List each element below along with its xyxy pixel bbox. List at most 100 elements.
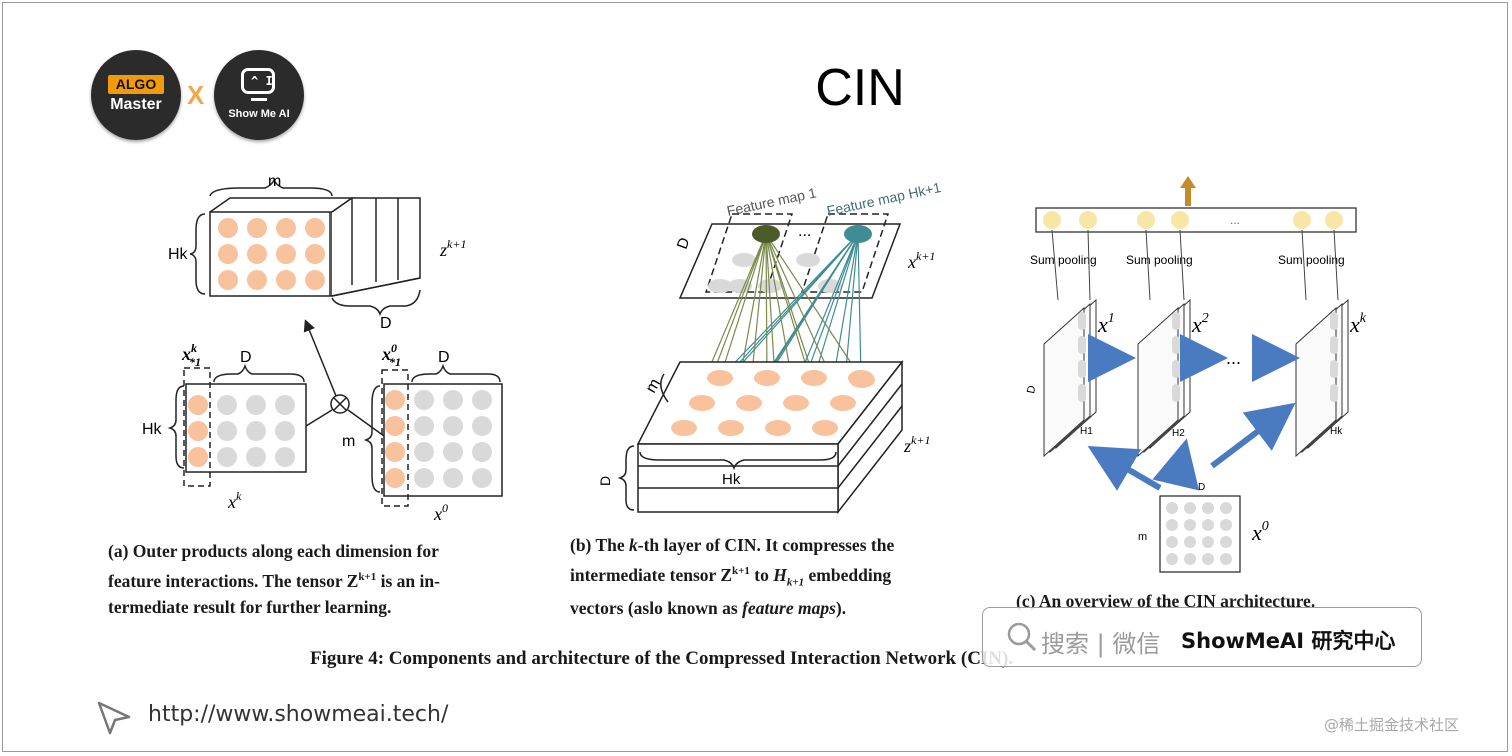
pool-line xyxy=(1087,229,1091,301)
x0c-dot xyxy=(1202,553,1214,565)
bar-dot xyxy=(1137,211,1155,229)
x0-dots xyxy=(385,390,492,488)
label-top-dots: ... xyxy=(1230,213,1240,227)
xk-dot xyxy=(246,421,266,441)
stack-dot xyxy=(1330,360,1338,378)
stack-dot xyxy=(1172,384,1180,402)
search-icon xyxy=(1007,622,1037,652)
stack-dot xyxy=(1330,336,1338,354)
label-m-right: m xyxy=(342,433,355,450)
zb-dot xyxy=(718,420,744,436)
feature-node-1 xyxy=(752,225,780,243)
label-plane-dots: ... xyxy=(798,223,811,240)
x0c-dot xyxy=(1166,536,1178,548)
robot-neck-icon xyxy=(251,98,267,101)
caption-b-line2: intermediate tensor Zk+1 to Hk+1 embeddi… xyxy=(570,564,892,589)
zb-dot xyxy=(754,370,780,386)
xk-dot xyxy=(217,447,237,467)
z-dot xyxy=(305,270,325,290)
x0c-dot xyxy=(1166,519,1178,531)
showmeai-logo: ^ I Show Me AI xyxy=(214,50,304,140)
connection-line xyxy=(765,233,862,379)
xk-dot xyxy=(188,395,208,415)
bar-dot xyxy=(1079,211,1097,229)
stack-dot xyxy=(1330,384,1338,402)
x0c-dot xyxy=(1220,553,1232,565)
label-d-top: D xyxy=(380,315,392,332)
stack-dot xyxy=(1172,336,1180,354)
xk-dot xyxy=(246,447,266,467)
pool-line xyxy=(1051,229,1059,301)
x0-dot xyxy=(414,390,434,410)
label-hk-top: Hk xyxy=(168,246,189,263)
stack-dot xyxy=(1078,360,1086,378)
hk-brace-b xyxy=(639,451,837,471)
d-brace-left xyxy=(213,363,305,383)
label-x2-c: x2 xyxy=(1191,311,1209,337)
x0-dot xyxy=(472,468,492,488)
footer-url[interactable]: http://www.showmeai.tech/ xyxy=(148,702,449,727)
x0c-dot xyxy=(1220,502,1232,514)
label-xk-c: xk xyxy=(1349,311,1367,337)
label-d-b: D xyxy=(597,476,613,486)
x0-dot xyxy=(385,416,405,436)
z-dot xyxy=(305,244,325,264)
label-m-input: m xyxy=(1138,531,1147,543)
x0c-dot xyxy=(1202,502,1214,514)
x0-dot xyxy=(414,468,434,488)
caption-b-line1: (b) The k-th layer of CIN. It compresses… xyxy=(570,535,895,555)
panel-b: Feature map 1 Feature map Hk+1 ... D xk+… xyxy=(597,179,943,515)
label-x0-a: x0 xyxy=(433,501,448,524)
stack-dot xyxy=(1078,312,1086,330)
arrow-x0-x2 xyxy=(1152,438,1200,491)
connection-line xyxy=(857,233,862,379)
caption-b: (b) The k-th layer of CIN. It compresses… xyxy=(570,532,1000,621)
plane-dot xyxy=(708,279,732,293)
caption-a-line2: feature interactions. The tensor Zk+1 is… xyxy=(108,570,440,591)
pool-line xyxy=(1301,229,1307,301)
label-xk-a: xk xyxy=(227,489,242,512)
x0-dot xyxy=(414,442,434,462)
z-dot xyxy=(276,270,296,290)
z-dot xyxy=(247,218,267,238)
label-h2: H2 xyxy=(1172,428,1185,439)
plane-dot xyxy=(796,253,820,267)
bar-dot xyxy=(1171,211,1189,229)
hk-brace-left xyxy=(167,385,185,469)
x0c-dot xyxy=(1184,553,1196,565)
logo-cross: X xyxy=(187,80,205,110)
label-hk-c: Hk xyxy=(1330,426,1343,437)
bar-dot xyxy=(1293,211,1311,229)
label-sum-pooling-1: Sum pooling xyxy=(1030,253,1097,267)
d-brace-top xyxy=(331,289,421,317)
figure-caption: Figure 4: Components and architecture of… xyxy=(310,648,1014,669)
d-brace-right xyxy=(411,363,501,383)
x0c-dot xyxy=(1202,519,1214,531)
stack-x1 xyxy=(1043,298,1097,458)
x0c-dot xyxy=(1166,502,1178,514)
watermark-brand: ShowMeAI 研究中心 xyxy=(1181,629,1396,653)
credit-text: @稀土掘金技术社区 xyxy=(1324,716,1460,734)
stack-sheet xyxy=(1295,306,1337,458)
xk-dot xyxy=(188,447,208,467)
m-brace-right xyxy=(363,385,381,493)
x0c-dot xyxy=(1184,519,1196,531)
arrow-x0-xk xyxy=(1210,402,1296,469)
label-zk1-a: zk+1 xyxy=(439,237,466,260)
zb-dot xyxy=(783,395,809,411)
robot-head-icon xyxy=(241,68,275,94)
label-zk1-b: zk+1 xyxy=(903,433,930,456)
label-d-right: D xyxy=(438,349,450,366)
zb-dot xyxy=(689,395,715,411)
z-dot xyxy=(218,270,238,290)
pool-line xyxy=(1333,229,1339,301)
x0c-dot xyxy=(1184,536,1196,548)
x0c-dot xyxy=(1220,519,1232,531)
label-x0-star: x0*1 xyxy=(381,341,401,369)
feature-map-h-dashed xyxy=(800,213,890,293)
x0c-dot xyxy=(1166,553,1178,565)
label-h1: H1 xyxy=(1080,426,1093,437)
label-xk-star: xk*1 xyxy=(181,341,201,369)
plane-grey-dots xyxy=(708,253,842,293)
panel-a: m Hk D zk+1 D Hk xk*1 xk D m x0*1 x0 xyxy=(142,173,503,524)
